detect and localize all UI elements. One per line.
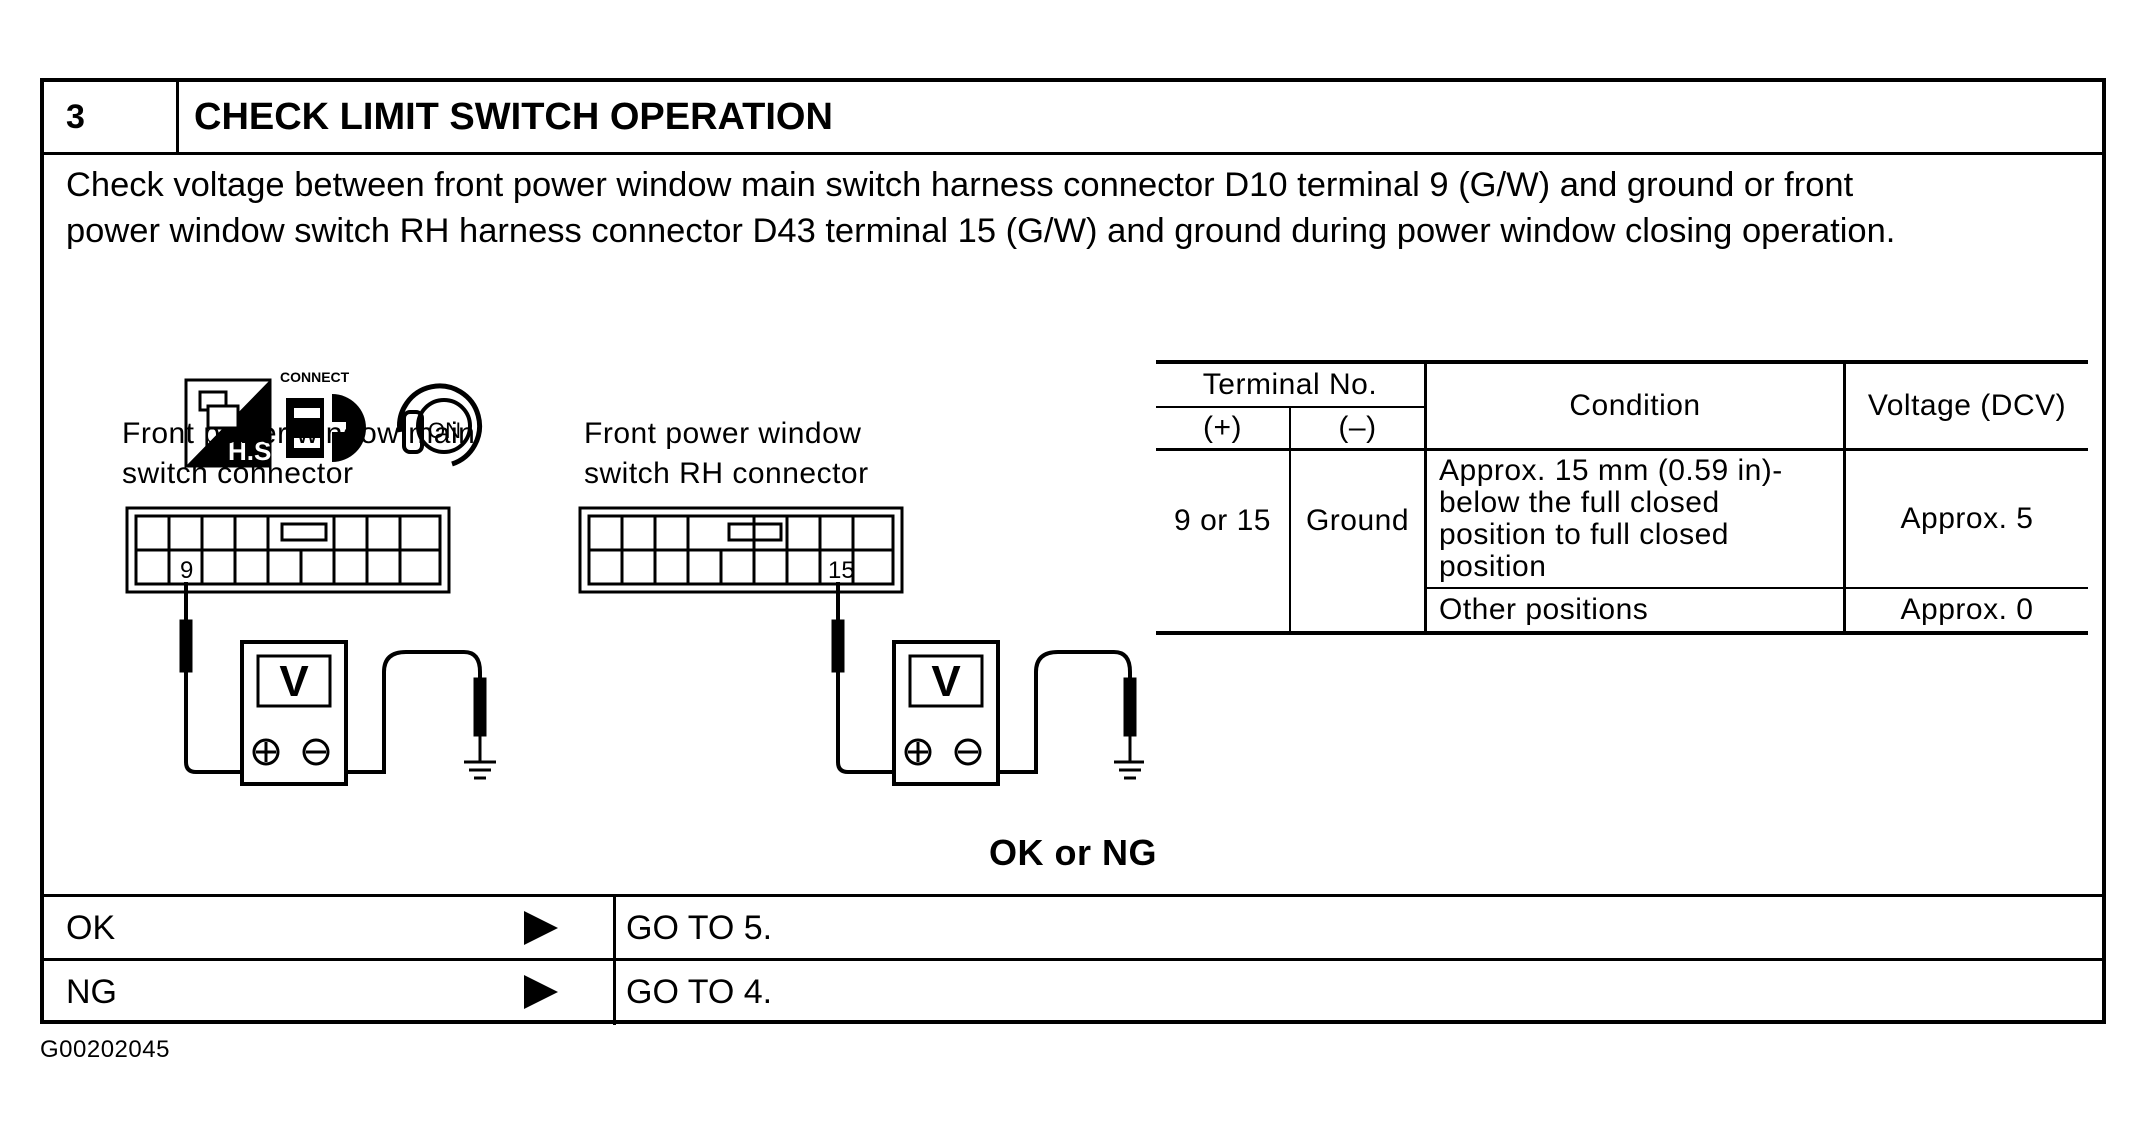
rh-terminal-number: 15 [828, 557, 855, 584]
step-title: CHECK LIMIT SWITCH OPERATION [194, 96, 833, 138]
main-voltmeter: V [240, 640, 348, 786]
ignition-on-icon: ON [397, 383, 483, 467]
rh-voltmeter: V [892, 640, 1000, 786]
voltage-value-approx-0: Approx. 0 [1844, 588, 2088, 635]
header-minus: (–) [1290, 407, 1427, 451]
ok-label: OK [66, 909, 116, 947]
result-row-ok: OK GO TO 5. [44, 894, 2102, 961]
condition-icons: H.S. CONNECT ON [184, 369, 483, 468]
header-condition: Condition [1425, 360, 1846, 451]
condition-closing-range: Approx. 15 mm (0.59 in)- below the full … [1425, 449, 1846, 589]
terminal-plus-value: 9 or 15 [1156, 449, 1291, 635]
result-row-ng: NG GO TO 4. [44, 958, 2102, 1025]
svg-text:V: V [279, 657, 309, 706]
description-line-2: power window switch RH harness connector… [66, 212, 1896, 250]
voltage-spec-table: Terminal No. Condition Voltage (DCV) (+)… [1156, 360, 2088, 635]
header-terminal-no: Terminal No. [1156, 360, 1427, 408]
voltage-value-approx-5: Approx. 5 [1844, 449, 2088, 589]
header-plus: (+) [1156, 407, 1291, 451]
ok-or-ng-heading: OK or NG [988, 832, 1157, 873]
arrow-right-icon [524, 975, 558, 1009]
rh-probe-circuit [831, 582, 1144, 780]
ok-action: GO TO 5. [626, 909, 773, 947]
ng-action: GO TO 4. [626, 973, 773, 1011]
arrow-right-icon [524, 911, 558, 945]
terminal-minus-value: Ground [1290, 449, 1427, 635]
step-description: Check voltage between front power window… [66, 162, 2086, 254]
connect-icon: CONNECT [280, 369, 366, 462]
main-probe-circuit [179, 582, 496, 780]
ng-label: NG [66, 973, 117, 1011]
header-voltage: Voltage (DCV) [1844, 360, 2088, 451]
svg-text:ON: ON [428, 418, 461, 443]
svg-text:V: V [931, 657, 961, 706]
main-switch-connector [125, 506, 451, 594]
svg-text:CONNECT: CONNECT [280, 369, 350, 385]
wiring-diagrams: 9 V [125, 506, 1144, 786]
column-divider [613, 894, 616, 961]
main-terminal-number: 9 [180, 557, 193, 584]
condition-other-positions: Other positions [1425, 588, 1846, 635]
rh-switch-connector-label: Front power window switch RH connector [584, 417, 869, 490]
harness-sensor-icon: H.S. [184, 378, 279, 468]
step-header: 3 CHECK LIMIT SWITCH OPERATION [44, 82, 2102, 155]
main-switch-connector-label: Front power window main switch connector [122, 417, 476, 490]
step-number: 3 [44, 82, 179, 152]
diagnostic-step-frame: 3 CHECK LIMIT SWITCH OPERATION Check vol… [40, 78, 2106, 1025]
svg-text:H.S.: H.S. [228, 436, 279, 466]
description-line-1: Check voltage between front power window… [66, 166, 1854, 204]
figure-code: G00202045 [40, 1036, 170, 1063]
column-divider [613, 958, 616, 1025]
rh-switch-connector [578, 506, 904, 594]
